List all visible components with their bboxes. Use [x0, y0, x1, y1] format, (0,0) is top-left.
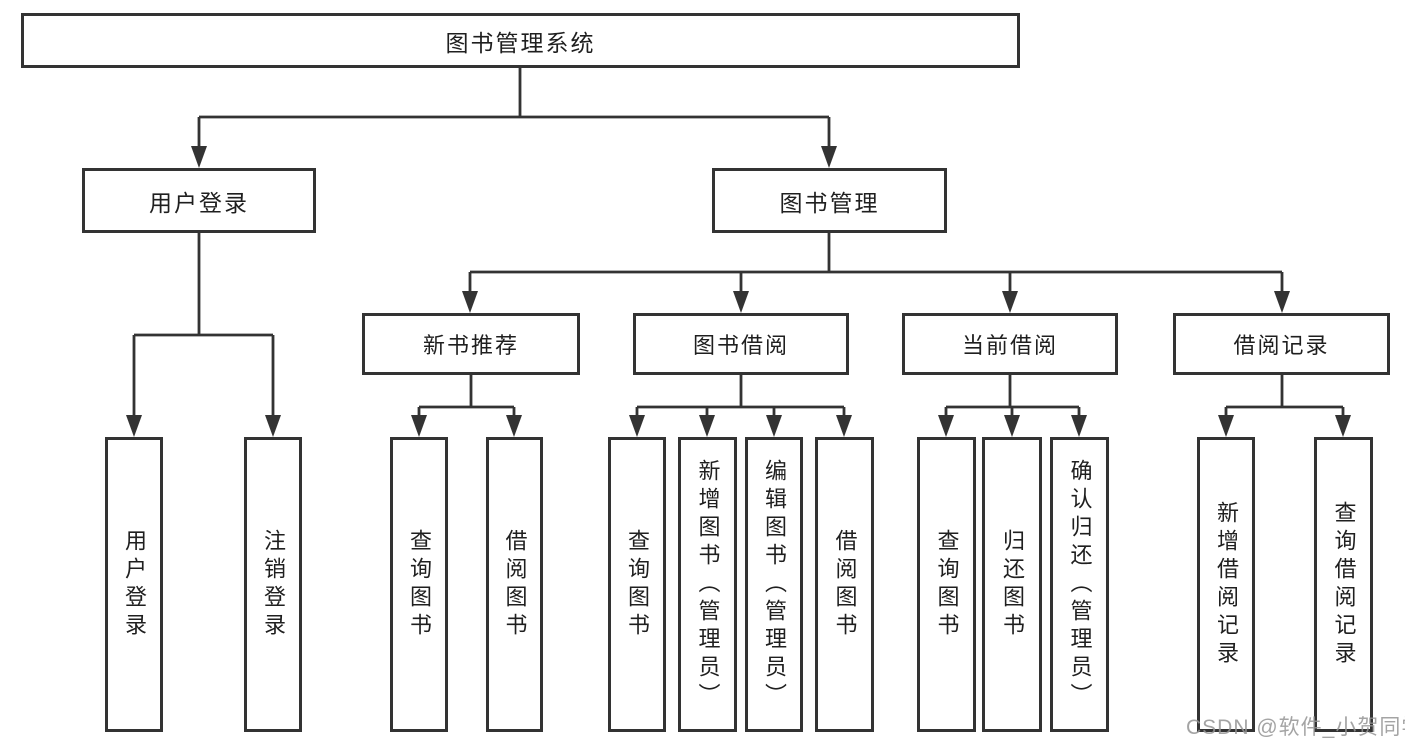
arrow-icon — [1004, 415, 1020, 437]
arrow-icon — [629, 415, 645, 437]
connector-borrowrecord-to-leaves — [1224, 374, 1345, 420]
node-label: 图书管理系统 — [445, 29, 596, 56]
node-label: 新增图书（管理员） — [695, 458, 721, 711]
leaf-query-books-current: 查询图书 — [917, 437, 976, 732]
node-label: 查询图书 — [934, 528, 960, 641]
leaf-query-books-borrow: 查询图书 — [608, 437, 666, 732]
arrow-icon — [821, 146, 837, 168]
arrow-icon — [126, 415, 142, 437]
leaf-add-books-admin: 新增图书（管理员） — [678, 437, 737, 732]
connector-bookmgmt-to-level3 — [468, 232, 1284, 296]
leaf-add-borrow-record: 新增借阅记录 — [1197, 437, 1255, 732]
node-root-system: 图书管理系统 — [21, 13, 1020, 68]
arrow-icon — [462, 291, 478, 313]
connector-bookborrow-to-leaves — [635, 375, 846, 420]
node-book-borrow: 图书借阅 — [633, 313, 849, 375]
csdn-watermark: CSDN @软件_小贺同学 — [1186, 716, 1405, 739]
node-label: 图书借阅 — [692, 333, 789, 358]
arrow-icon — [506, 415, 522, 437]
leaf-borrow-books: 借阅图书 — [815, 437, 874, 732]
connector-userlogin-to-leaves — [132, 233, 275, 420]
node-label: 查询图书 — [407, 528, 432, 641]
arrow-icon — [766, 415, 782, 437]
arrow-icon — [836, 415, 852, 437]
node-label: 编辑图书（管理员） — [762, 458, 787, 711]
node-label: 借阅记录 — [1233, 333, 1330, 358]
node-label: 用户登录 — [122, 528, 147, 641]
node-new-book-recommend: 新书推荐 — [362, 313, 580, 375]
node-label: 新书推荐 — [422, 333, 519, 358]
node-book-management: 图书管理 — [712, 168, 947, 233]
node-label: 查询借阅记录 — [1331, 500, 1357, 669]
leaf-user-login: 用户登录 — [105, 437, 163, 732]
node-current-borrow: 当前借阅 — [902, 313, 1118, 375]
leaf-return-books: 归还图书 — [982, 437, 1042, 732]
arrow-icon — [1002, 291, 1018, 313]
connector-root-to-level2 — [197, 68, 831, 152]
leaf-edit-books-admin: 编辑图书（管理员） — [745, 437, 803, 732]
node-label: 借阅图书 — [502, 528, 528, 641]
node-label: 归还图书 — [1000, 528, 1025, 641]
arrow-icon — [733, 291, 749, 313]
arrow-icon — [1335, 415, 1351, 437]
arrow-icon — [938, 415, 954, 437]
arrow-icon — [191, 146, 207, 168]
leaf-borrow-books-recommend: 借阅图书 — [486, 437, 543, 732]
arrow-icon — [265, 415, 281, 437]
leaf-confirm-return-admin: 确认归还（管理员） — [1050, 437, 1109, 732]
node-borrow-record: 借阅记录 — [1173, 313, 1390, 375]
node-label: 借阅图书 — [832, 528, 858, 641]
node-label: 确认归还（管理员） — [1067, 458, 1093, 711]
arrow-icon — [1218, 415, 1234, 437]
leaf-query-borrow-record: 查询借阅记录 — [1314, 437, 1373, 732]
node-label: 图书管理 — [779, 189, 880, 216]
arrow-icon — [411, 415, 427, 437]
arrow-icon — [1274, 291, 1290, 313]
leaf-query-books-recommend: 查询图书 — [390, 437, 448, 732]
arrowheads — [126, 146, 1351, 437]
node-label: 新增借阅记录 — [1214, 500, 1239, 669]
node-label: 注销登录 — [261, 528, 286, 641]
leaf-logout: 注销登录 — [244, 437, 302, 732]
arrow-icon — [1071, 415, 1087, 437]
node-label: 用户登录 — [149, 189, 249, 216]
connector-newbook-to-leaves — [417, 375, 516, 420]
node-label: 查询图书 — [625, 528, 650, 641]
connector-currentborrow-to-leaves — [944, 374, 1081, 420]
node-label: 当前借阅 — [961, 333, 1058, 358]
node-user-login: 用户登录 — [82, 168, 316, 233]
arrow-icon — [699, 415, 715, 437]
